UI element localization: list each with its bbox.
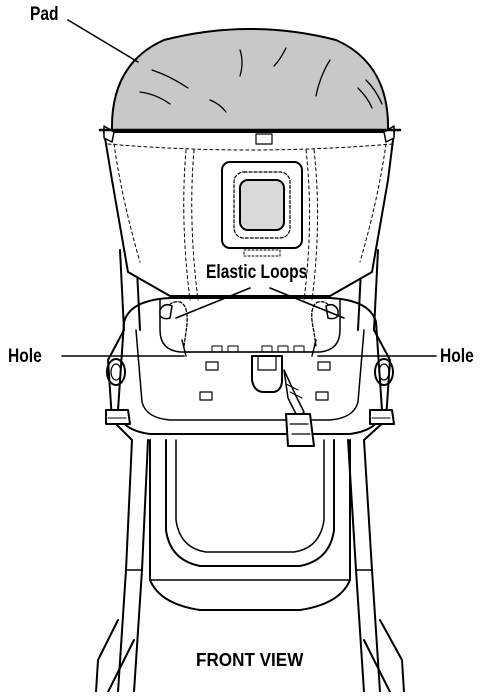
hole-left-label: Hole: [8, 346, 42, 367]
elastic-leader-right: [269, 287, 345, 319]
view-caption: FRONT VIEW: [196, 650, 304, 670]
elastic-leader-left: [175, 287, 251, 319]
elastic-loops-label: Elastic Loops: [206, 262, 308, 283]
seat-tray: [105, 297, 395, 435]
footrest: [149, 439, 351, 611]
elastic-loops-detail: [159, 301, 339, 357]
crotch-strap: [251, 355, 315, 447]
seat-pad-body: [103, 131, 395, 301]
leader-lines: [61, 19, 437, 357]
pad-label: Pad: [30, 4, 59, 25]
head-pad: [98, 28, 402, 143]
pad-leader: [67, 19, 139, 63]
hole-right-label: Hole: [440, 346, 474, 367]
